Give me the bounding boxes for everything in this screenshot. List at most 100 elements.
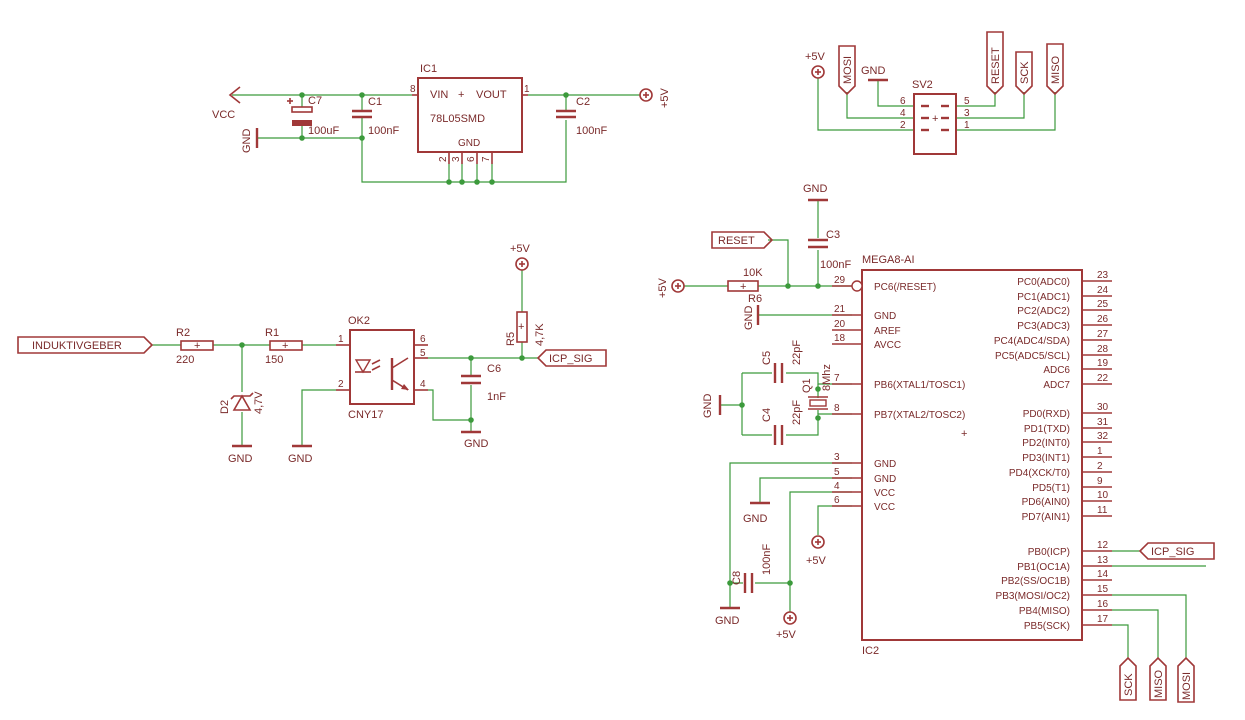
gnd-label-d2: GND [228, 453, 253, 465]
ok2-phototransistor-icon [390, 357, 409, 391]
r6-ref: R6 [748, 293, 762, 305]
ic2-pin-number: 19 [1097, 358, 1109, 369]
ic2-pin-name: PC3(ADC3) [1017, 321, 1070, 332]
plus5v-supply-icon [515, 257, 529, 271]
vcc-label: VCC [212, 109, 235, 121]
ic1-vin-label: VIN [430, 89, 448, 101]
r1-value: 150 [265, 354, 283, 366]
ic2-pin-number: 9 [1097, 476, 1103, 487]
ic1-pin-7: 7 [481, 156, 492, 162]
ic2-pin-name: PD6(AIN0) [1022, 497, 1070, 508]
ok2-value: CNY17 [348, 409, 383, 421]
ic2-pin-number: 7 [834, 373, 840, 384]
c1-capacitor-icon [352, 109, 372, 119]
c6-capacitor-icon [461, 374, 481, 385]
ic2-pin-name: ADC7 [1043, 380, 1070, 391]
gnd-label-mcu-21: GND [743, 306, 755, 331]
sv2-sck-label: SCK [1019, 61, 1031, 84]
ic2-pin-number: 15 [1097, 584, 1109, 595]
ic2-pin-name: PC2(ADC2) [1017, 306, 1070, 317]
ic2-pin-number: 20 [834, 319, 846, 330]
ic2-pin-name: PB1(OC1A) [1017, 562, 1070, 573]
ic2-pin-number: 14 [1097, 569, 1109, 580]
r6-value: 10K [743, 267, 763, 279]
sck-net-flag [1015, 51, 1033, 96]
c1-ref: C1 [368, 96, 382, 108]
c1-value: 100nF [368, 125, 399, 137]
ic2-pin-name: PB7(XTAL2/TOSC2) [874, 410, 965, 421]
plus5v-label-c8: +5V [776, 629, 797, 641]
mcu-section: +5V + 10K R6 RESET GND C3 100nF GND GND [657, 183, 1215, 703]
ic2-pin-number: 30 [1097, 402, 1109, 413]
ic2-left-pin-list: 29PC6(/RESET)21GND20AREF18AVCC7PB6(XTAL1… [832, 275, 965, 513]
plus5v-supply-icon [671, 279, 685, 293]
ic2-pin-name: ADC6 [1043, 365, 1070, 376]
icp-sig-net-flag-input [536, 349, 607, 367]
gnd-label-c6: GND [464, 438, 489, 450]
ic2-pin-number: 12 [1097, 540, 1109, 551]
ic2-pin-name: PC4(ADC4/SDA) [994, 336, 1070, 347]
ic2-pin-number: 6 [834, 495, 840, 506]
svg-text:+: + [740, 281, 746, 293]
sv2-body [913, 93, 957, 155]
plus5v-label-r5: +5V [510, 243, 531, 255]
ic2-pin-number: 22 [1097, 373, 1109, 384]
r6-resistor-icon [727, 280, 759, 292]
power-supply-section: VCC GND C7 100uF C1 100nF IC1 VIN [212, 63, 671, 185]
ic2-pin-number: 5 [834, 467, 840, 478]
ic2-pin-name: PB0(ICP) [1028, 547, 1070, 558]
d2-ref: D2 [219, 400, 231, 414]
ic2-pin-name: GND [874, 311, 896, 322]
reset-net-flag [986, 31, 1004, 96]
ic2-pin-number: 3 [834, 452, 840, 463]
gnd-label-c3: GND [803, 183, 828, 195]
ic2-pin-name: PD7(AIN1) [1022, 512, 1070, 523]
ic2-pin-name: GND [874, 459, 896, 470]
ic1-pin-3: 3 [451, 156, 462, 162]
plus5v-label-mcu-6: +5V [806, 555, 827, 567]
ic2-pin-number: 18 [834, 333, 846, 344]
svg-text:+: + [194, 340, 200, 352]
ic2-pin-name: PD1(TXD) [1024, 424, 1070, 435]
d2-zener-diode-icon [230, 392, 254, 411]
c4-capacitor-icon [773, 425, 784, 445]
gnd-label-crystal: GND [702, 394, 714, 419]
r5-resistor-icon [516, 311, 528, 343]
ic2-pin-name: PB5(SCK) [1024, 621, 1070, 632]
c4-ref: C4 [761, 408, 773, 422]
miso-net-flag [1046, 43, 1064, 96]
ic1-pin-vin: 8 [410, 84, 416, 95]
ic1-gnd-label: GND [458, 138, 480, 149]
ic1-vout-label: VOUT [476, 89, 507, 101]
sv2-pin: 2 [900, 120, 906, 131]
ic2-pin-number: 24 [1097, 285, 1109, 296]
ic2-pin-name: VCC [874, 488, 895, 499]
plus5v-supply-icon [639, 88, 653, 102]
reset-inversion-bubble-icon [851, 280, 863, 292]
sv2-mosi-label: MOSI [842, 56, 854, 84]
c2-value: 100nF [576, 125, 607, 137]
c2-capacitor-icon [556, 109, 576, 119]
icp-sig-net-flag-mcu [1138, 542, 1215, 560]
ic2-pin-number: 2 [1097, 461, 1103, 472]
ic2-pin-number: 11 [1097, 505, 1108, 516]
mosi-net-flag [838, 45, 856, 96]
ic2-pin-number: 1 [1097, 446, 1103, 457]
ic2-body [861, 269, 1083, 641]
ok2-pin: 4 [420, 379, 426, 390]
r5-ref: R5 [505, 332, 517, 346]
r1-resistor-icon [269, 340, 303, 351]
plus5v-label-sv2: +5V [805, 51, 826, 63]
sv2-reset-label: RESET [990, 47, 1002, 84]
mosi-net-flag-bottom [1177, 656, 1195, 703]
ic2-pin-number: 29 [834, 275, 846, 286]
ic2-pin-name: PB3(MOSI/OC2) [996, 591, 1070, 602]
c3-value: 100nF [820, 259, 851, 271]
ic2-origin-mark: + [961, 428, 967, 440]
ok2-pin: 5 [420, 348, 426, 359]
vcc-arrow-icon [228, 86, 241, 104]
sv2-pin: 5 [964, 96, 970, 107]
sck-net-flag-bottom [1119, 656, 1137, 701]
mosi-label-bottom: MOSI [1181, 672, 1193, 700]
